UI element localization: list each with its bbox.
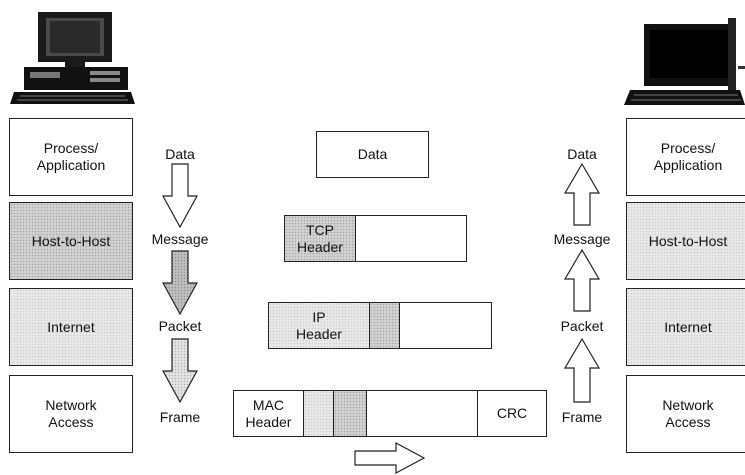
tcp-segment: TCP Header xyxy=(284,215,467,262)
layer-label: Process/ Application xyxy=(653,140,723,173)
ip-tcp-header-cell xyxy=(370,303,400,348)
mac-header-cell: MAC Header xyxy=(234,391,304,436)
up-arrow-icon xyxy=(563,248,601,312)
sender-layer-internet: Internet xyxy=(9,288,133,366)
layer-label: Host-to-Host xyxy=(648,232,728,249)
receiver-layer-host-to-host: Host-to-Host xyxy=(626,202,745,280)
layer-label: Network Access xyxy=(662,397,714,430)
ip-data-cell xyxy=(400,303,491,348)
up-label-frame: Frame xyxy=(561,409,603,425)
data-unit: Data xyxy=(316,131,429,178)
sender-layer-network-access: Network Access xyxy=(9,375,133,453)
tcp-data-cell xyxy=(356,216,466,261)
up-arrow-icon xyxy=(563,337,601,403)
layer-label: Network Access xyxy=(45,397,97,430)
frame-ip-header-cell xyxy=(304,391,334,436)
down-arrow-icon xyxy=(161,250,199,316)
frame-data-cell xyxy=(367,391,478,436)
sender-computer-icon xyxy=(10,12,135,104)
up-label-message: Message xyxy=(553,231,611,247)
receiver-layer-network-access: Network Access xyxy=(626,375,745,453)
ip-header-label: IP Header xyxy=(296,308,342,342)
layer-label: Process/ Application xyxy=(36,140,106,173)
tcp-header-cell: TCP Header xyxy=(285,216,356,261)
data-unit-label: Data xyxy=(357,146,388,162)
receiver-layer-process-application: Process/ Application xyxy=(626,118,745,196)
down-arrow-icon xyxy=(161,163,199,229)
crc-cell: CRC xyxy=(478,391,546,436)
mac-header-label: MAC Header xyxy=(245,396,292,430)
frame: MAC Header CRC xyxy=(233,390,547,437)
layer-label: Internet xyxy=(664,318,712,335)
crc-label: CRC xyxy=(496,405,528,421)
frame-tcp-header-cell xyxy=(334,391,367,436)
sender-layer-host-to-host: Host-to-Host xyxy=(9,202,133,280)
tcp-header-label: TCP Header xyxy=(297,221,343,255)
layer-label: Internet xyxy=(47,318,95,335)
receiver-computer-icon xyxy=(624,18,745,105)
down-label-data: Data xyxy=(165,146,195,162)
down-label-packet: Packet xyxy=(158,318,202,334)
ip-header-cell: IP Header xyxy=(269,303,370,348)
down-label-message: Message xyxy=(151,231,209,247)
sender-layer-process-application: Process/ Application xyxy=(9,118,133,196)
up-label-data: Data xyxy=(567,146,597,162)
right-arrow-icon xyxy=(354,441,426,475)
layer-label: Host-to-Host xyxy=(31,232,111,249)
up-arrow-icon xyxy=(563,162,601,226)
down-arrow-icon xyxy=(161,338,199,404)
ip-packet: IP Header xyxy=(268,302,492,349)
receiver-layer-internet: Internet xyxy=(626,288,745,366)
up-label-packet: Packet xyxy=(560,318,604,334)
down-label-frame: Frame xyxy=(159,409,201,425)
